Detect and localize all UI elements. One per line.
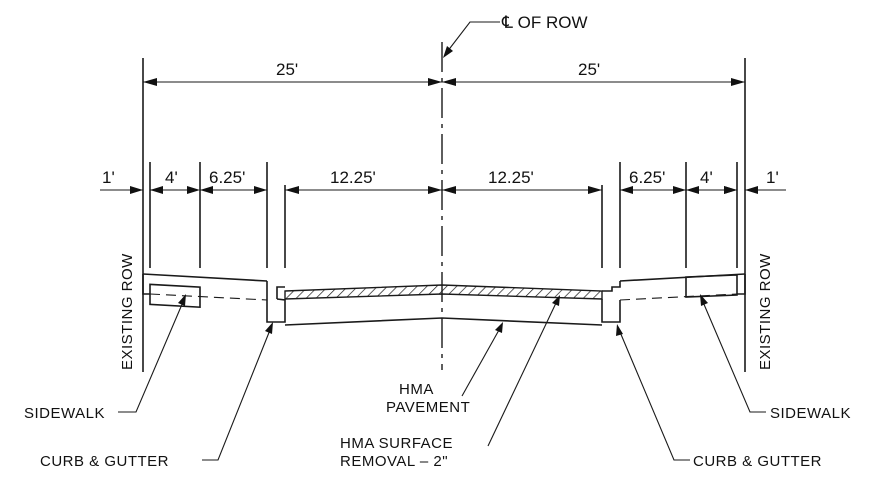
dim-arrow	[428, 78, 442, 86]
centerline-leader	[446, 21, 500, 53]
left-sidewalk-base	[149, 293, 268, 301]
dim-arrow	[150, 186, 163, 194]
dim-arrow	[428, 186, 442, 194]
row-label-left: EXISTING ROW	[119, 253, 136, 370]
callout-pavement-2: PAVEMENT	[386, 399, 470, 416]
right-sidewalk-slab	[685, 274, 738, 298]
centerline-label: ℄ OF ROW	[501, 13, 588, 32]
dim-arrow	[673, 186, 686, 194]
dim-arrow	[187, 186, 200, 194]
right-curb	[601, 299, 621, 323]
dim-arrow	[143, 78, 157, 86]
leader-arrow	[265, 322, 273, 334]
leader-arrow	[616, 324, 623, 336]
leader-arrow	[495, 322, 503, 333]
dim-4ft-right-label: 4'	[700, 168, 713, 187]
leader-sidewalk-left	[118, 301, 184, 413]
right-curb-face	[602, 281, 621, 292]
dim-arrow	[254, 186, 267, 194]
dim-overall-left-label: 25'	[276, 60, 298, 79]
leader-removal	[487, 302, 557, 447]
dim-625ft-left-label: 6.25'	[209, 168, 245, 187]
dim-arrow	[442, 186, 456, 194]
callout-sidewalk-right: SIDEWALK	[770, 405, 851, 422]
dim-arrow	[588, 186, 602, 194]
left-curb-face	[276, 286, 285, 299]
hma-surface-removal	[284, 284, 603, 300]
dim-1225ft-left-label: 12.25'	[330, 168, 376, 187]
leader-pavement	[461, 329, 500, 397]
centerline-leader-arrow	[443, 46, 453, 58]
leader-arrow	[700, 294, 708, 306]
dim-625ft-right-label: 6.25'	[629, 168, 665, 187]
leader-curb-left	[202, 329, 271, 461]
dim-arrow	[686, 186, 699, 194]
leader-curb-right	[619, 331, 690, 461]
leader-arrow	[552, 295, 560, 306]
dim-overall-right-label: 25'	[578, 60, 600, 79]
callout-pavement-1: HMA	[399, 381, 434, 398]
dim-arrow	[745, 186, 758, 194]
leader-sidewalk-right	[702, 301, 766, 413]
leader-arrow	[178, 294, 186, 306]
left-sidewalk-edge	[142, 274, 150, 295]
left-curb	[266, 281, 286, 323]
dim-arrow	[731, 78, 745, 86]
dim-arrow	[130, 186, 143, 194]
dim-1225ft-right-label: 12.25'	[488, 168, 534, 187]
callout-removal-2: REMOVAL – 2"	[340, 453, 448, 470]
dim-arrow	[724, 186, 737, 194]
dim-arrow	[200, 186, 213, 194]
row-label-right: EXISTING ROW	[757, 253, 774, 370]
dim-1ft-right-label: 1'	[766, 168, 779, 187]
dim-4ft-left-label: 4'	[165, 168, 178, 187]
dim-arrow	[442, 78, 456, 86]
callout-removal-1: HMA SURFACE	[340, 435, 453, 452]
dim-arrow	[620, 186, 633, 194]
dim-arrow	[285, 186, 299, 194]
left-sidewalk-top	[142, 273, 268, 282]
callout-curb-right: CURB & GUTTER	[693, 453, 822, 470]
callout-curb-left: CURB & GUTTER	[40, 453, 169, 470]
hma-pavement-bottom	[284, 317, 603, 326]
dim-1ft-left-label: 1'	[102, 168, 115, 187]
right-sidewalk-edge	[737, 274, 746, 295]
left-sidewalk-slab	[149, 283, 201, 309]
callout-sidewalk-left: SIDEWALK	[24, 405, 105, 422]
